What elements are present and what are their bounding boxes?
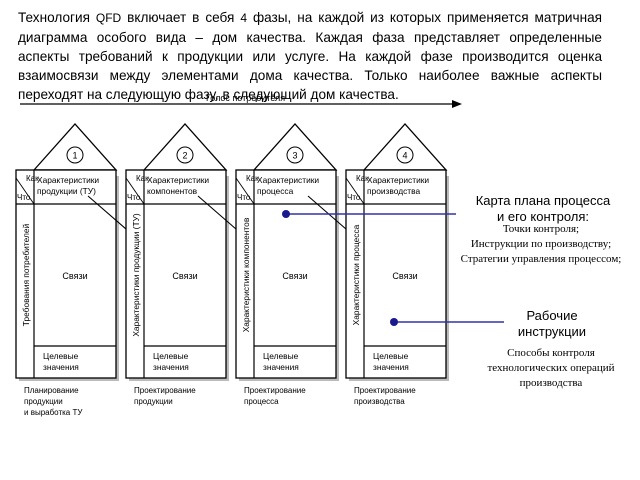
bottom-line-2: значения (43, 362, 79, 372)
house-3: 3КакЧтоХарактеристикипроцессаХарактерист… (235, 123, 355, 406)
bottom-line-2: значения (373, 362, 409, 372)
house-number: 1 (72, 151, 77, 161)
phase-label-3: и выработка ТУ (24, 408, 83, 417)
phase-label-1: Проектирование (244, 386, 306, 395)
house-number-circle (66, 146, 84, 164)
house-number: 3 (292, 151, 297, 161)
phase-label-2: производства (354, 397, 405, 406)
left-column-label: Характеристики продукции (ТУ) (131, 213, 141, 337)
house-number-circle (286, 146, 304, 164)
bottom-line-1: Целевые (263, 351, 299, 361)
house-body (15, 169, 117, 379)
callout-1-line-3: Стратегии управления процессом; (461, 253, 622, 265)
corner-what: Что (237, 193, 251, 202)
header-line-2: продукции (ТУ) (37, 186, 96, 196)
callout-1-line-2: Инструкции по производству; (471, 238, 611, 250)
house-number: 4 (402, 151, 407, 161)
phase-label-1: Проектирование (134, 386, 196, 395)
corner-diagonal (15, 177, 35, 205)
header-line-1: Характеристики (367, 175, 429, 185)
intro-paragraph: Технология QFD включает в себя 4 фазы, н… (18, 8, 602, 104)
callout-2-title-1: Рабочие (526, 308, 577, 323)
intro-text-2: включает в себя (121, 10, 241, 25)
corner-how: Как (246, 174, 259, 183)
corner-diagonal (345, 177, 365, 205)
phase-label-1: Проектирование (354, 386, 416, 395)
intro-text-3: фазы, на каждой из которых применяется м… (18, 10, 603, 102)
header-line-1: Характеристики (37, 175, 99, 185)
center-label: Связи (282, 271, 307, 281)
header-line-1: Характеристики (147, 175, 209, 185)
house-number-circle (176, 146, 194, 164)
house-4: 4КакЧтоХарактеристикипроизводстваХаракте… (345, 123, 449, 406)
header-line-2: компонентов (147, 186, 198, 196)
center-label: Связи (62, 271, 87, 281)
house-body (345, 169, 447, 379)
voice-of-customer-arrow: Голос потребителя (20, 93, 462, 108)
corner-what: Что (347, 193, 361, 202)
house-body (235, 169, 337, 379)
corner-diagonal (235, 177, 255, 205)
center-label: Связи (172, 271, 197, 281)
center-label: Связи (392, 271, 417, 281)
intro-qfd: QFD (95, 11, 122, 25)
left-column-label: Характеристики процесса (351, 224, 361, 325)
house-number: 2 (182, 151, 187, 161)
header-line-2: процесса (257, 186, 294, 196)
phase-label-1: Планирование (24, 386, 79, 395)
callout-1-line-1: Точки контроля; (503, 223, 579, 235)
intro-text-1: Технология (18, 10, 96, 25)
bottom-line-1: Целевые (43, 351, 79, 361)
voice-label: Голос потребителя (206, 93, 285, 103)
callout-1-title-1: Карта плана процесса (476, 193, 611, 208)
bottom-line-2: значения (153, 362, 189, 372)
callout-2-line-1: Способы контроля (507, 347, 595, 359)
callout-2-dot (390, 318, 398, 326)
callout-1-dot (282, 210, 290, 218)
corner-how: Как (136, 174, 149, 183)
house-number-circle (396, 146, 414, 164)
callout-2-line-3: производства (520, 377, 583, 389)
bottom-line-2: значения (263, 362, 299, 372)
intro-four: 4 (240, 11, 248, 25)
header-line-1: Характеристики (257, 175, 319, 185)
corner-what: Что (17, 193, 31, 202)
header-line-2: производства (367, 186, 420, 196)
phase-label-2: продукции (134, 397, 173, 406)
callout-2-line-2: технологических операций (487, 362, 614, 374)
phase-label-2: продукции (24, 397, 63, 406)
corner-what: Что (127, 193, 141, 202)
corner-how: Как (356, 174, 369, 183)
bottom-line-1: Целевые (153, 351, 189, 361)
corner-how: Как (26, 174, 39, 183)
left-column-label: Характеристики компонентов (241, 217, 251, 332)
callout-2-title-2: инструкции (518, 324, 586, 339)
phase-label-2: процесса (244, 397, 279, 406)
corner-diagonal (125, 177, 145, 205)
callout-1-title-2: и его контроля: (497, 209, 589, 224)
bottom-line-1: Целевые (373, 351, 409, 361)
house-body (125, 169, 227, 379)
left-column-label: Требования потребителей (21, 223, 31, 326)
